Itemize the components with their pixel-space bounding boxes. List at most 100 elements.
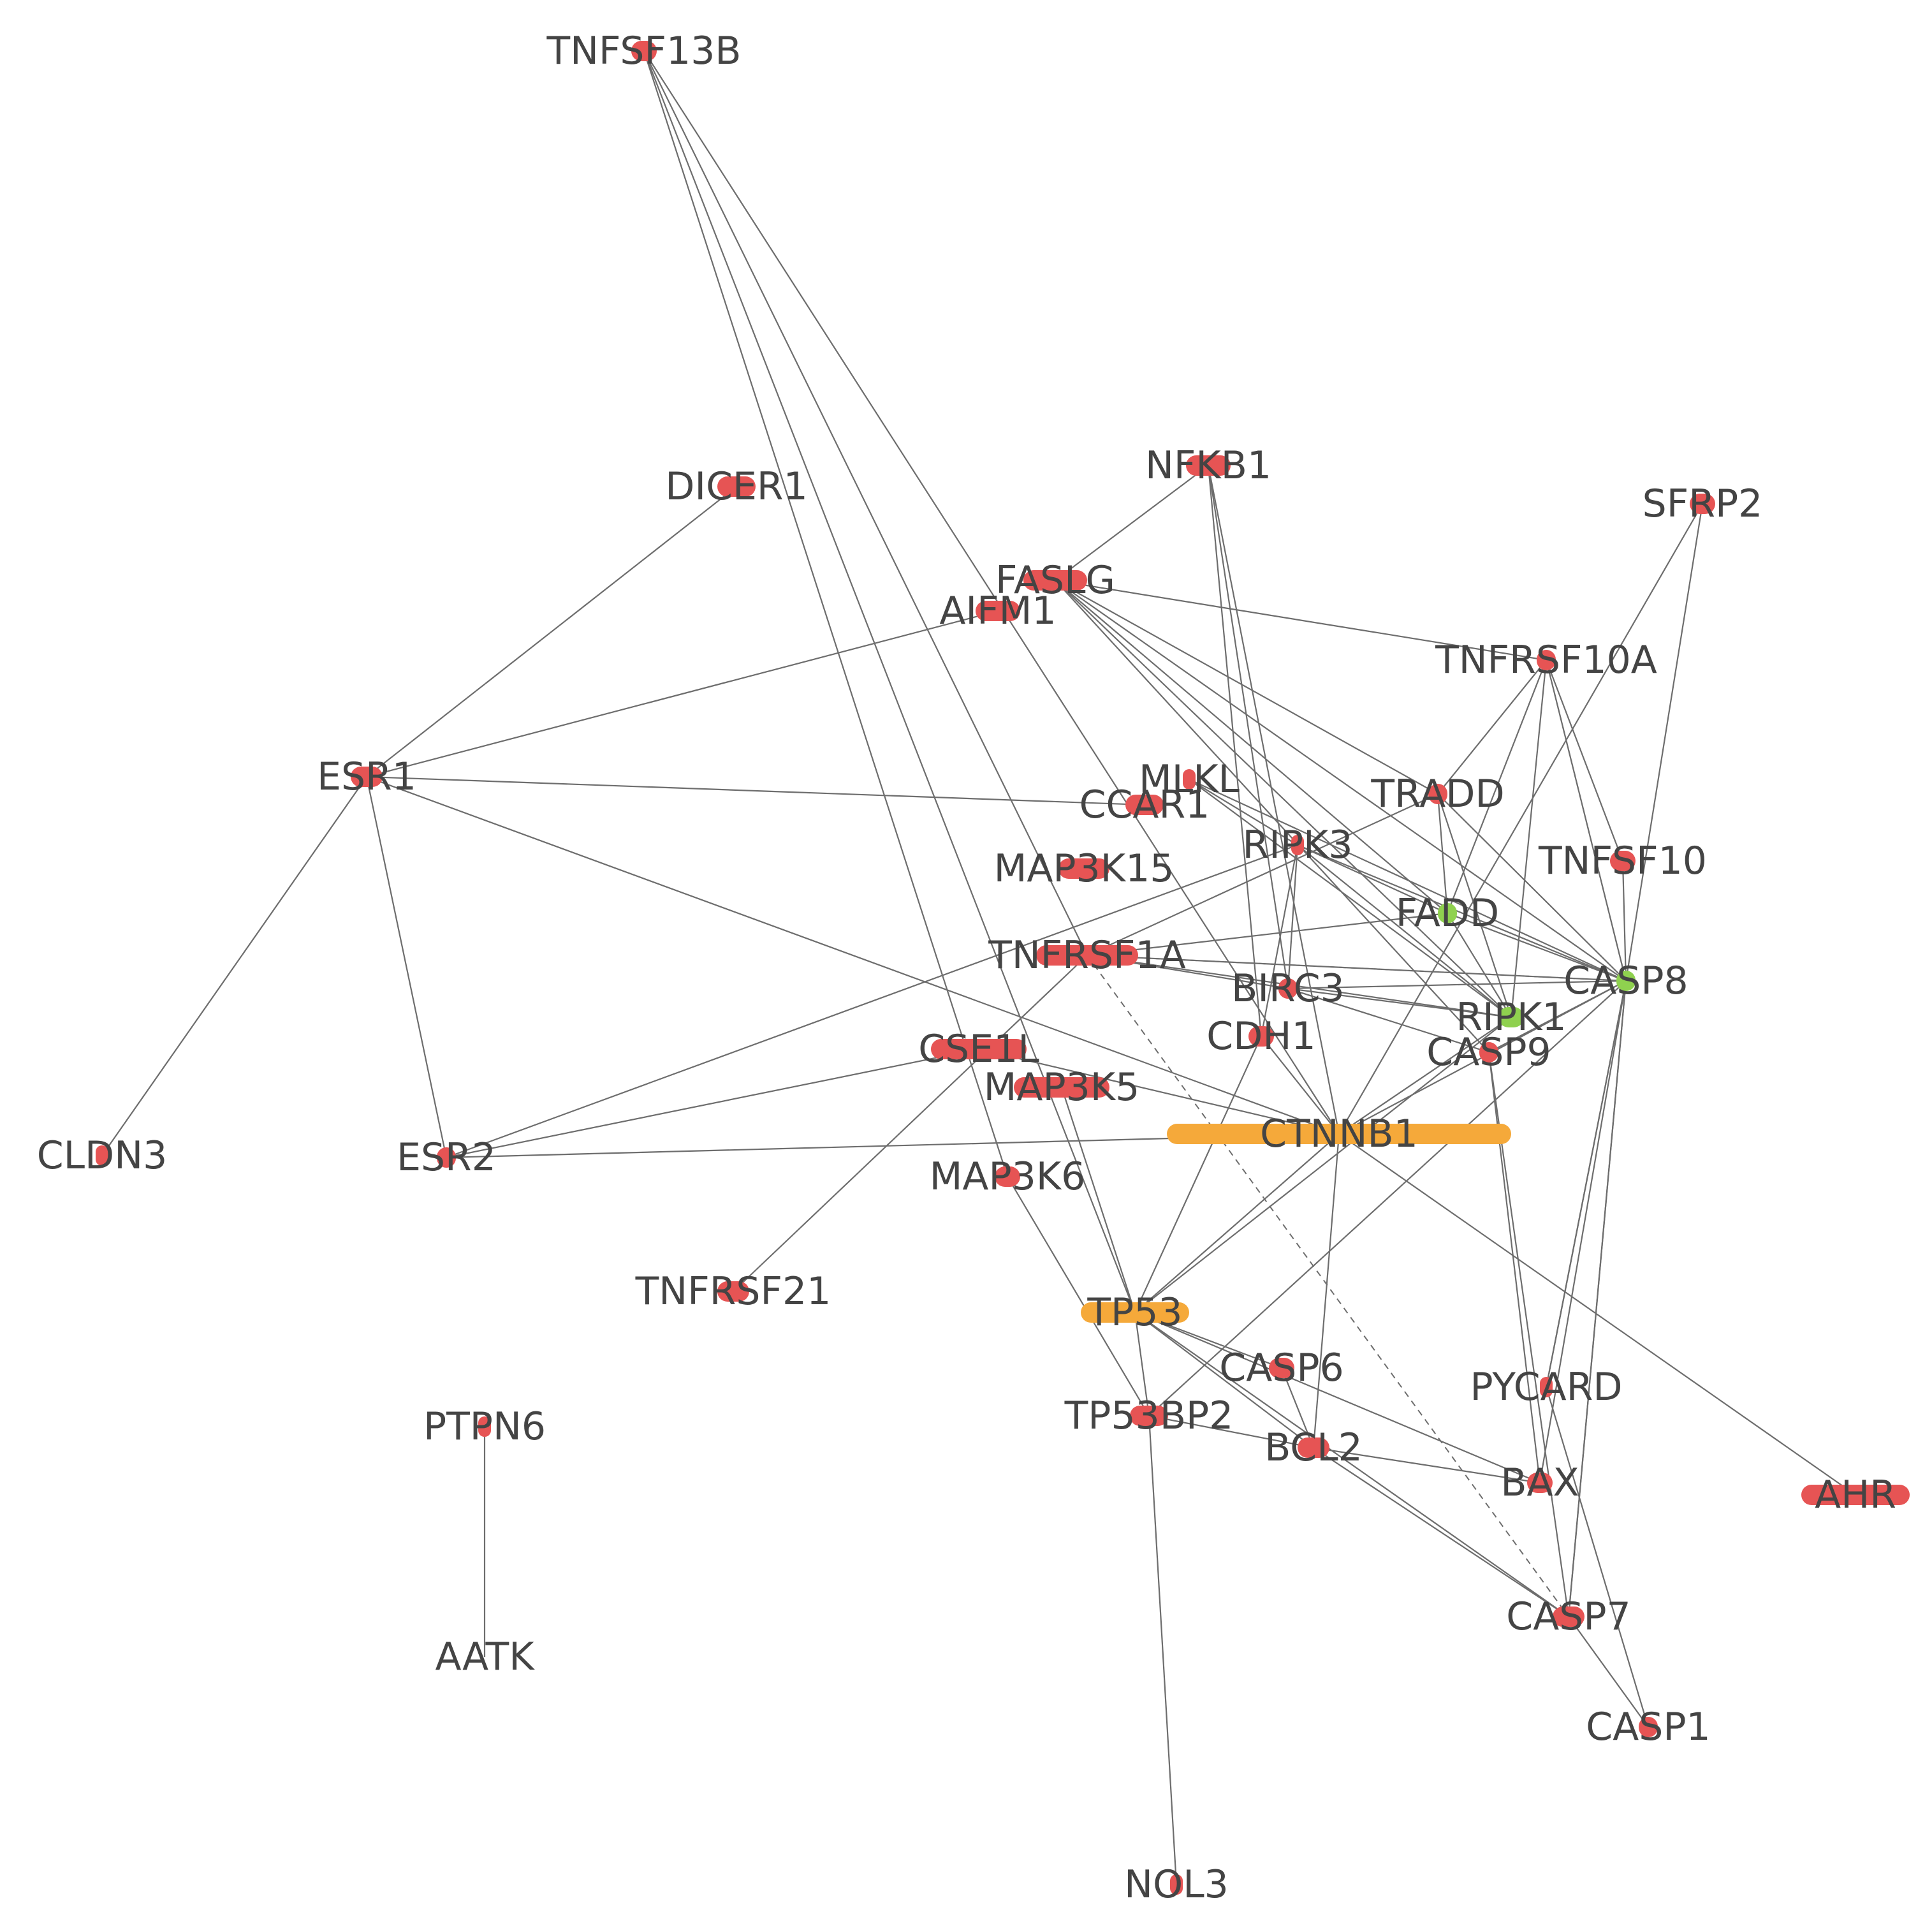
node-ripk1[interactable] [1498,1007,1524,1027]
node-casp7[interactable] [1553,1607,1584,1627]
node-ahr[interactable] [1801,1485,1910,1505]
edge-tnfrsf10a-ripk1 [1510,659,1548,1018]
edge-fadd-tnfrsf1a [1087,912,1448,957]
edge-ctnnb1-ahr [1338,1133,1856,1496]
edge-faslg-tnfrsf10a [1055,579,1547,661]
node-tp53bp2[interactable] [1130,1406,1168,1426]
edge-mlkl-ripk3 [1189,779,1298,846]
node-label-tnfrsf21: TNFRSF21 [635,1269,831,1314]
node-cdh1[interactable] [1248,1026,1274,1047]
node-tnfsf10[interactable] [1610,851,1636,871]
edge-ripk1-ctnnb1 [1338,1017,1512,1135]
node-casp6[interactable] [1269,1358,1294,1378]
node-label-ccar1: CCAR1 [1079,783,1210,827]
node-label-esr2: ESR2 [397,1135,496,1180]
node-label-tnfsf13b: TNFSF13B [546,29,741,73]
edge-map3k6-tp53bp2 [1007,1176,1150,1416]
edge-faslg-ripk1 [1055,580,1512,1018]
node-mlkl[interactable] [1183,769,1196,790]
edge-cdh1-tp53 [1134,1036,1262,1313]
node-label-map3k15: MAP3K15 [994,846,1175,891]
node-map3k15[interactable] [1058,858,1109,879]
node-label-ptpn6: PTPN6 [423,1404,546,1449]
node-label-sfrp2: SFRP2 [1643,482,1763,526]
node-esr2[interactable] [437,1147,456,1168]
edge-tp53-bcl2 [1134,1312,1314,1448]
edge-tnfrsf1a-ripk1 [1087,954,1512,1018]
node-pycard[interactable] [1540,1377,1553,1397]
edge-tp53bp2-bcl2 [1148,1415,1314,1449]
node-ripk3[interactable] [1291,835,1304,855]
edge-fadd-casp8 [1447,912,1627,982]
node-tnfrsf10a[interactable] [1537,650,1556,670]
node-cldn3[interactable] [96,1145,108,1166]
node-casp9[interactable] [1479,1042,1498,1062]
edge-cdh1-ctnnb1 [1261,1036,1340,1135]
node-tradd[interactable] [1428,784,1447,804]
edges-layer [101,50,1856,1885]
node-ctnnb1[interactable] [1167,1124,1511,1144]
node-cse1l[interactable] [931,1039,1027,1059]
edge-birc3-ripk1 [1287,987,1512,1018]
node-bcl2[interactable] [1298,1437,1329,1458]
edge-tradd-tnfrsf1a [1087,793,1438,956]
node-map3k5[interactable] [1014,1077,1109,1098]
edge-tp53bp2-nol3 [1148,1415,1178,1885]
node-tnfrsf21[interactable] [717,1281,749,1302]
edge-casp7-casp1 [1568,1616,1649,1728]
edge-tnfsf13b-tp53 [643,50,1136,1313]
node-birc3[interactable] [1278,978,1298,999]
node-label-casp8: CASP8 [1563,959,1688,1003]
node-fadd[interactable] [1438,903,1457,923]
node-bax[interactable] [1527,1473,1553,1493]
nodes-layer [96,41,1910,1895]
edge-sfrp2-casp8 [1625,503,1704,982]
node-casp8[interactable] [1616,971,1636,991]
node-ccar1[interactable] [1125,795,1164,815]
edge-birc3-casp9 [1287,987,1489,1054]
node-label-tp53: TP53 [1087,1290,1182,1335]
node-label-tradd: TRADD [1370,772,1504,816]
node-nol3[interactable] [1170,1874,1183,1895]
node-label-dicer1: DICER1 [665,464,808,509]
edge-tnfrsf21-tnfrsf1a [733,955,1088,1292]
node-aifm1[interactable] [976,601,1020,621]
edge-tp53-bax [1134,1311,1540,1484]
node-map3k6[interactable] [995,1166,1020,1187]
edge-ripk3-fadd [1297,844,1448,915]
edge-casp8-bax [1539,980,1627,1483]
edge-dicer1-esr1 [366,486,737,777]
edge-tnfsf13b-tnfrsf1a [643,50,1088,956]
dashed-edge-tnfrsf10a-casp8 [1546,659,1627,982]
edge-tp53bp2-casp8 [1148,980,1627,1416]
edge-faslg-casp9 [1055,580,1489,1053]
edge-mlkl-casp8 [1189,779,1627,982]
node-esr1[interactable] [351,767,383,787]
dashed-edge-tnfrsf1a-casp7 [1087,955,1569,1617]
edge-nfkb1-faslg [1055,465,1209,581]
edge-aifm1-esr1 [366,610,999,778]
edge-bcl2-bax [1313,1446,1540,1484]
edge-tradd-ripk1 [1437,793,1512,1018]
node-label-cldn3: CLDN3 [37,1133,168,1178]
edge-bcl2-casp7 [1313,1447,1569,1617]
node-faslg[interactable] [1023,570,1087,591]
node-tnfsf13b[interactable] [631,41,657,61]
edge-cse1l-ctnnb1 [978,1048,1340,1135]
node-label-bax: BAX [1500,1460,1579,1505]
edge-tp53-tp53bp2 [1134,1312,1150,1416]
node-sfrp2[interactable] [1690,494,1715,514]
node-tnfrsf1a[interactable] [1036,945,1138,966]
node-label-cdh1: CDH1 [1206,1014,1315,1059]
node-casp1[interactable] [1639,1717,1658,1737]
node-tp53[interactable] [1081,1302,1189,1323]
edge-pycard-casp8 [1545,980,1627,1388]
node-label-bcl2: BCL2 [1264,1425,1363,1470]
node-nfkb1[interactable] [1186,455,1231,476]
edge-bcl2-casp6 [1280,1367,1315,1448]
edge-ripk3-cdh1 [1260,844,1299,1037]
node-dicer1[interactable] [717,476,756,497]
node-ptpn6[interactable] [478,1416,491,1437]
